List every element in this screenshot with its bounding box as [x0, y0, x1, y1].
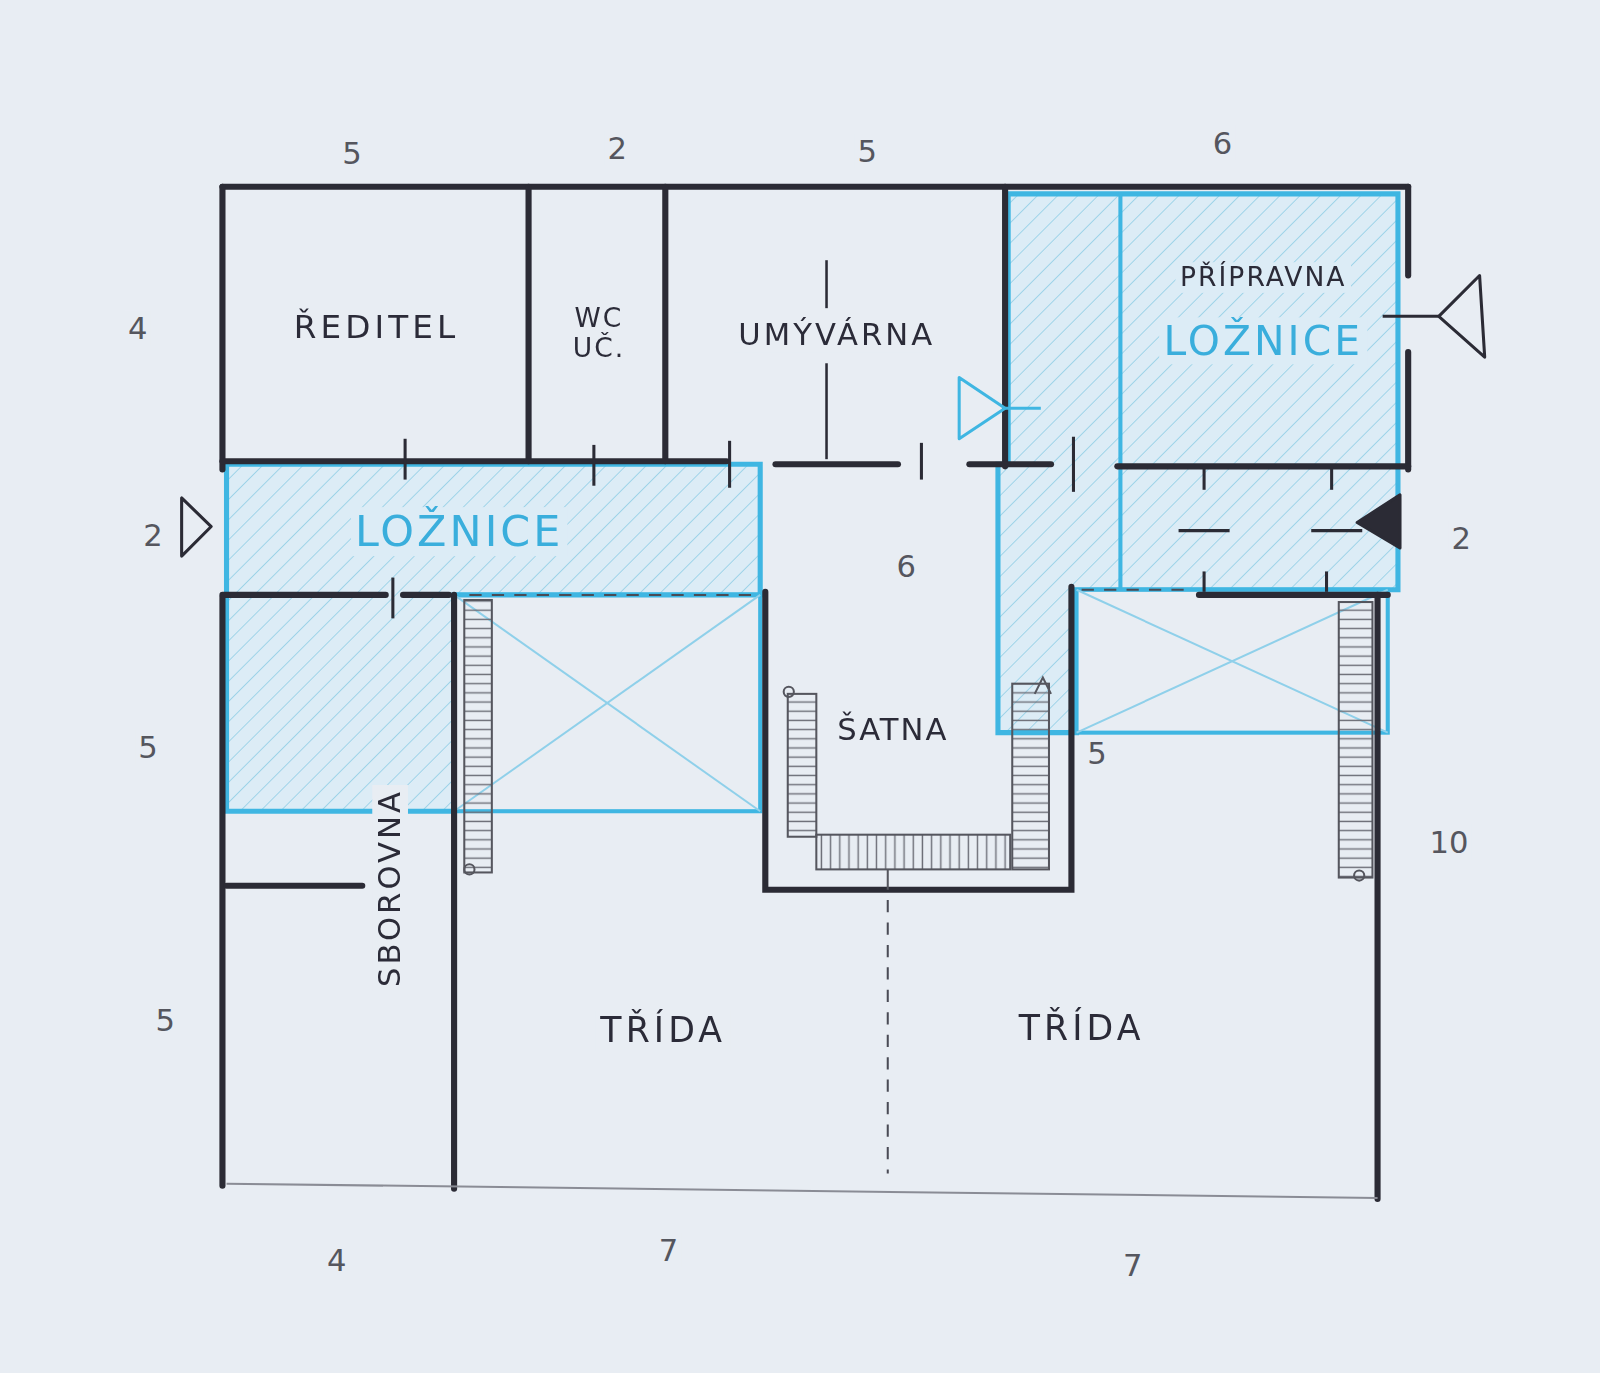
room: UMÝVÁRNA [673, 304, 1000, 365]
dimension-label: 2 [140, 518, 166, 554]
dimension-label: 4 [125, 311, 151, 347]
room-name: LOŽNICE [1159, 317, 1367, 364]
room-name: UMÝVÁRNA [734, 317, 939, 352]
dimension-label: 5 [855, 133, 881, 169]
dimension-label: 2 [1448, 521, 1474, 557]
outer-line [227, 1184, 1378, 1198]
room-name: ŘEDITEL [290, 308, 464, 346]
dimension-label: 5 [153, 1003, 179, 1039]
room-name: PŘÍPRAVNA [1176, 262, 1351, 293]
room-name: LOŽNICE [351, 507, 568, 556]
room: PŘÍPRAVNA LOŽNICE [1131, 227, 1396, 400]
dimension-label: 4 [324, 1242, 350, 1278]
room: LOŽNICE [255, 498, 663, 565]
room-name: TŘÍDA [596, 1011, 730, 1051]
room: ŘEDITEL [227, 276, 527, 378]
dimension-label: 6 [893, 548, 919, 584]
room: ŠATNA [816, 704, 969, 755]
room: TŘÍDA [480, 1000, 847, 1061]
dimension-label: 7 [656, 1232, 682, 1268]
dimension-label: 5 [339, 135, 365, 171]
room-name: ŠATNA [833, 712, 952, 747]
dimension-label: 2 [605, 130, 631, 166]
room-name: TŘÍDA [1015, 1009, 1149, 1049]
thin-partition [825, 260, 828, 459]
dimension-label: 10 [1426, 824, 1471, 860]
entrance-symbols [182, 276, 1485, 557]
room-name: SBOROVNA [372, 785, 407, 991]
walls [222, 187, 1408, 1199]
dashed-lines [469, 590, 1193, 1174]
room: TŘÍDA [898, 998, 1265, 1059]
room-name: WC UČ. [554, 303, 644, 364]
stairs [464, 600, 1372, 890]
room: WC UČ. [535, 278, 664, 390]
dimension-label: 5 [135, 729, 161, 765]
dimension-label: 5 [1084, 735, 1110, 771]
dimension-label: 7 [1120, 1247, 1146, 1283]
room: SBOROVNA [359, 745, 420, 1031]
dimension-label: 6 [1210, 125, 1236, 161]
